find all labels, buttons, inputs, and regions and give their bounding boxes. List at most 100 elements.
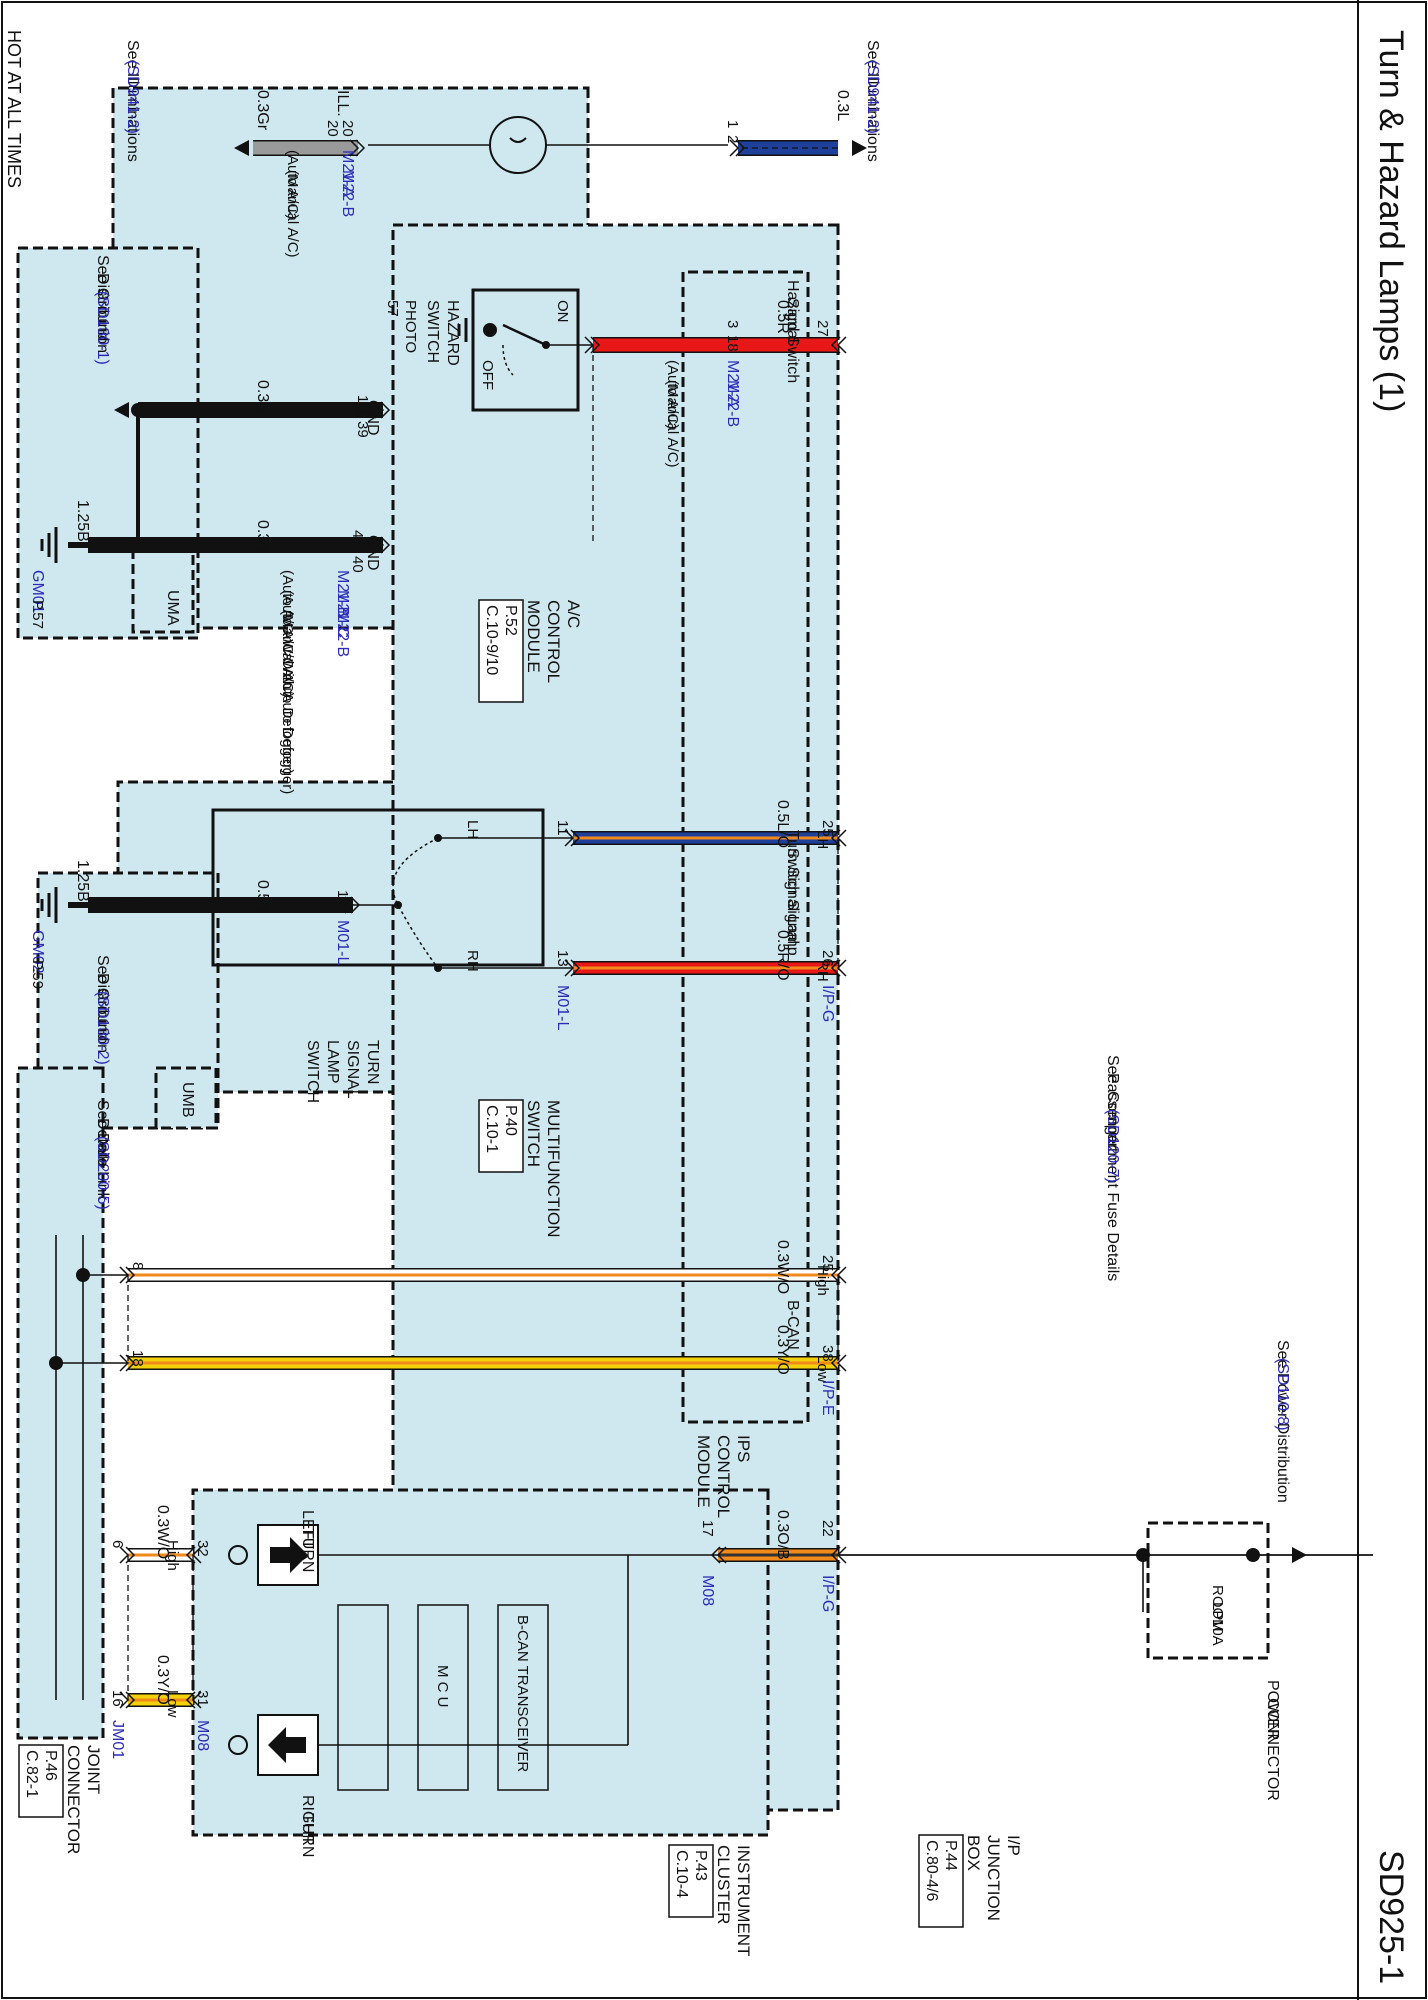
cl-name-1: INSTRUMENT — [734, 1845, 753, 1956]
jc-conn: JM01 — [109, 1720, 126, 1759]
ground-b-ref: (SD130-2) — [94, 991, 111, 1065]
pin-chevron-4 — [380, 401, 391, 419]
ips-pin-chevron-4 — [830, 1354, 841, 1372]
pin-chevron-0 — [590, 336, 601, 354]
left-led-icon — [228, 1545, 248, 1565]
ill-left-conn1-note: (Auto A/C) — [284, 150, 301, 219]
ill-right-wire-label: 0.3L — [834, 90, 851, 121]
turn-sw-label-1: TURN — [364, 1040, 381, 1084]
ground-a-dist: Distribution — [94, 273, 111, 353]
jb-name-2: JUNCTION — [984, 1835, 1003, 1921]
ground-a-wire2: 0.3B — [254, 520, 271, 553]
hazard-pin-2: 18 — [724, 335, 741, 352]
pin-chevron-7-2 — [729, 139, 740, 157]
ips-pin-chevron-2 — [830, 959, 841, 977]
hazard-conn2-note: (Manual A/C) — [664, 380, 681, 468]
ac-ref-1: P.52 — [502, 605, 519, 636]
ill-left-pin-1: 20 — [339, 120, 356, 137]
ac-gnd2-label: GND — [364, 535, 381, 571]
mfs-rh: RH — [464, 950, 481, 972]
fuse-label-2: LP — [1209, 1602, 1226, 1620]
turn-switch-frame — [211, 808, 545, 967]
right-arrow-icon — [268, 1727, 306, 1763]
power-feed-dot — [1246, 1548, 1260, 1562]
jb-ref-1: P.44 — [942, 1840, 959, 1871]
ground-a-ref: (SD130-1) — [94, 291, 111, 365]
power-dist-arrow — [1292, 1547, 1307, 1563]
pin-chevron-5 — [380, 536, 391, 554]
jc-pin-chevron-3 — [125, 1691, 136, 1709]
ill-left-wire-label: 0.3Gr — [254, 90, 271, 131]
ground-b-wire: 1.25B — [74, 860, 91, 902]
cl-feed-pin-ips: 22 — [819, 1520, 836, 1537]
cl-left-2: TURN — [299, 1528, 316, 1572]
hazard-sw-label-2: SWITCH — [424, 300, 441, 363]
hazard-pin-1: 3 — [724, 320, 741, 328]
jc-see-1: See Data Link — [94, 1100, 111, 1202]
ips-control-inner — [681, 270, 810, 1424]
ac-ref-frame — [478, 599, 524, 703]
cl-name-2: CLUSTER — [714, 1845, 733, 1924]
ips-pin-lh: 25 — [819, 820, 836, 837]
jc-high-pin: 8 — [129, 1262, 146, 1270]
gnd-conn3-note: (Manual A/C) — [279, 610, 296, 698]
cl-high: High — [164, 1540, 181, 1571]
can-transceiver-block — [497, 1604, 549, 1791]
ips-hazard-2: Signal — [784, 298, 801, 342]
power-conn-1: POWER — [1264, 1680, 1281, 1740]
ill-left-see: See Illuminations — [124, 40, 141, 162]
ac-name-3: MODULE — [524, 600, 543, 673]
hazard-sw-on-contact — [483, 323, 497, 337]
ips-pin-high: 25 — [819, 1255, 836, 1272]
jc-low-pin: 18 — [129, 1350, 146, 1367]
hazard-switch-frame — [471, 288, 580, 412]
mfs-lh: LH — [464, 820, 481, 839]
gnd1-pin-3: 39 — [354, 421, 371, 438]
uma-label: UMA — [164, 590, 181, 626]
driver-block — [337, 1604, 389, 1791]
ill-right-arrow — [852, 140, 867, 156]
turn-rh-wire-label: 0.5R/O — [774, 930, 791, 981]
cl-left-1: LEFT — [299, 1510, 316, 1549]
pin-chevron-1 — [570, 829, 581, 847]
fuse-label-1: ROOM — [1209, 1585, 1226, 1632]
umb-label-box — [154, 1066, 218, 1130]
cl-conn: M08 — [194, 1720, 211, 1751]
instrument-cluster-box — [191, 1488, 770, 1837]
jc-pin-high: 6 — [109, 1540, 126, 1548]
cl-pin-chevron-1-2 — [191, 1691, 202, 1709]
ips-pin-chevron-3 — [830, 1266, 841, 1284]
ips-pin-chevron-5-2 — [836, 1546, 847, 1564]
jb-ref-2: C.80-4/6 — [923, 1840, 940, 1901]
pin-chevron-7 — [735, 139, 746, 157]
umb-box — [36, 871, 220, 1130]
gm01-ref: P.57 — [29, 600, 46, 629]
ips-low: Low — [814, 1355, 831, 1383]
ill-left-ref: (SD941-2) — [124, 60, 141, 134]
hazard-sw-blade — [502, 323, 547, 347]
cl-pin-low: 31 — [194, 1690, 211, 1707]
hazard-sw-arc — [502, 344, 514, 376]
hazard-photo-1: PHOTO — [402, 300, 419, 353]
turn-sw-label-3: LAMP — [324, 1040, 341, 1084]
gnd2-pin-3: 40 — [349, 556, 366, 573]
diagram-code: SD925-1 — [1372, 1850, 1410, 1984]
ips-pin-chevron-1-2 — [836, 829, 847, 847]
jc-pin-chevron-1-2 — [119, 1354, 130, 1372]
ips-pin-chevron-2-2 — [836, 959, 847, 977]
cl-pin-chevron-0-2 — [191, 1546, 202, 1564]
ips-pin-chevron-3-2 — [836, 1266, 847, 1284]
gnd1-pin-1: 1 — [354, 395, 371, 403]
jb-name-3: BOX — [964, 1835, 983, 1871]
right-led-icon — [228, 1735, 248, 1755]
ill-left-conn2-note: (Manual A/C) — [284, 170, 301, 258]
mfs-pin-gnd: 12 — [334, 890, 351, 907]
mfs-pin-lh: 11 — [554, 820, 571, 836]
jc-pin-chevron-2 — [125, 1546, 136, 1564]
mfs-ref-frame — [478, 1099, 524, 1173]
cl-wire-high: 0.3W/O — [154, 1505, 171, 1559]
ips-pin-low: 38 — [819, 1345, 836, 1362]
cl-wire-low: 0.3Y/O — [154, 1655, 171, 1705]
ips-rh: RH — [814, 960, 831, 982]
jc-ref-frame — [18, 1744, 64, 1818]
